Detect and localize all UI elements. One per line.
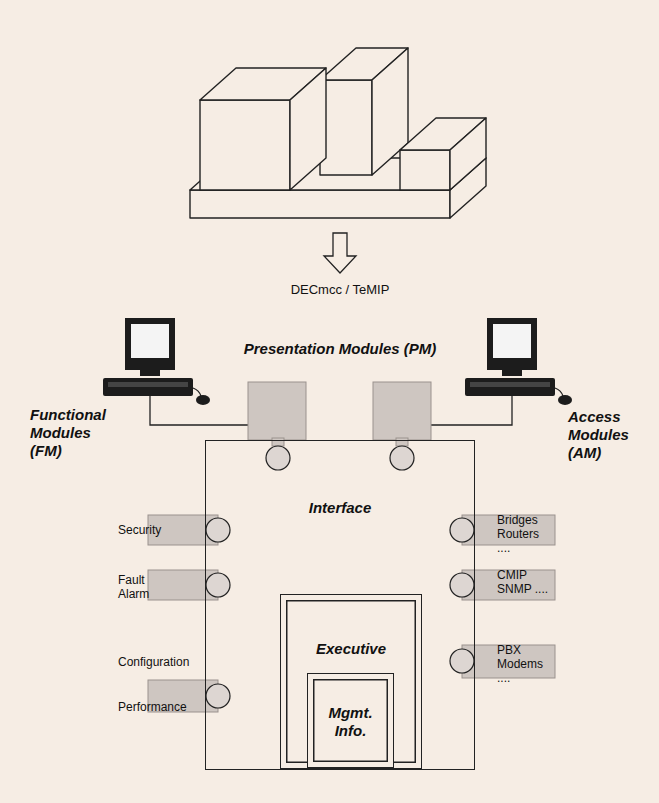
info-box: Mgmt. Info.: [307, 673, 394, 768]
section-heading: Functional Modules (FM): [30, 406, 125, 460]
module-label: Bridges Routers ....: [497, 513, 551, 555]
connector-circles: [206, 446, 474, 708]
block-model: [190, 48, 486, 218]
module-label: Configuration: [118, 655, 202, 669]
module-label: Security: [118, 523, 198, 537]
module-bars: [148, 382, 555, 712]
interface-box: InterfaceExecutiveMgmt. Info.: [205, 440, 475, 770]
executive-box: ExecutiveMgmt. Info.: [280, 594, 422, 769]
module-label: CMIP SNMP ....: [497, 568, 551, 596]
down-arrow: [324, 233, 356, 273]
computer-icon: [465, 318, 572, 405]
module-label: Fault Alarm: [118, 573, 160, 601]
link-lines: [150, 396, 512, 425]
module-label: PBX Modems ....: [497, 643, 551, 685]
module-label: DECmcc / TeMIP: [240, 283, 440, 297]
section-heading: Presentation Modules (PM): [200, 340, 480, 358]
computer-icon: [103, 318, 210, 405]
section-heading: Access Modules (AM): [568, 408, 653, 462]
box-title: Executive: [281, 640, 421, 658]
box-title: Interface: [206, 499, 474, 517]
module-label: Performance: [118, 700, 202, 714]
box-title: Mgmt. Info.: [308, 704, 393, 740]
